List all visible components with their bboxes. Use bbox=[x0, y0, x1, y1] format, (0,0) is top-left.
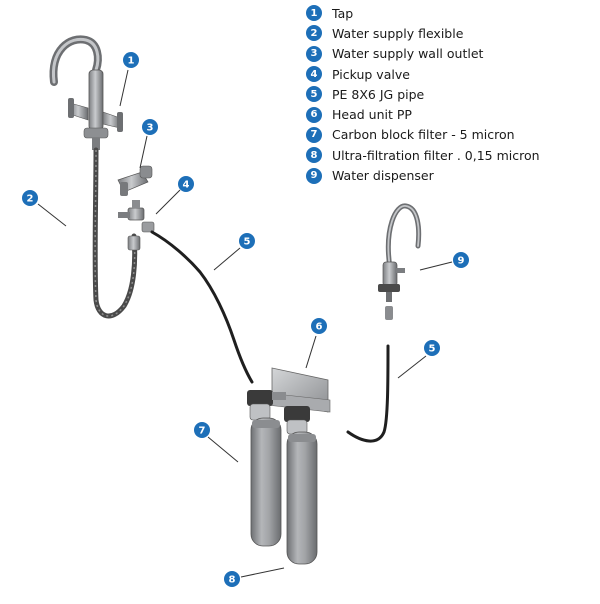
legend-number-badge: 8 bbox=[306, 147, 322, 164]
legend-number-badge: 3 bbox=[306, 45, 322, 62]
callout-badge bbox=[194, 422, 210, 438]
legend-item: 3 Water supply wall outlet bbox=[306, 44, 540, 64]
legend-item-label: Tap bbox=[332, 5, 354, 21]
callout-leader-line bbox=[119, 69, 129, 107]
head-unit-drawing bbox=[247, 367, 331, 435]
legend-item-label: Head unit PP bbox=[332, 107, 412, 123]
callout-badge bbox=[142, 119, 158, 135]
legend-item: 4 Pickup valve bbox=[306, 64, 540, 84]
callout-number: 2 bbox=[27, 194, 34, 205]
callout-number: 5 bbox=[244, 237, 251, 248]
callout-number: 1 bbox=[128, 56, 135, 67]
legend-item: 2 Water supply flexible bbox=[306, 23, 540, 43]
carbon-block-filter-drawing bbox=[250, 417, 282, 547]
legend-item-label: Ultra-filtration filter . 0,15 micron bbox=[332, 147, 540, 163]
water-dispenser-drawing bbox=[378, 203, 422, 320]
callout-layer: 1 3 2 4 5 9 6 5 7 8 bbox=[22, 52, 469, 587]
legend-item-label: Water supply flexible bbox=[332, 25, 464, 41]
legend-number-badge: 5 bbox=[306, 86, 322, 103]
legend-item: 7 Carbon block filter - 5 micron bbox=[306, 125, 540, 145]
legend-number-badge: 4 bbox=[306, 66, 322, 83]
callout-number: 4 bbox=[183, 180, 190, 191]
callout-badge bbox=[123, 52, 139, 68]
water-supply-wall-outlet-drawing bbox=[117, 165, 153, 196]
callout-number: 6 bbox=[316, 322, 323, 333]
callout-leader-line bbox=[37, 203, 67, 227]
callout-number: 7 bbox=[199, 426, 206, 437]
callout-number: 9 bbox=[458, 256, 465, 267]
pe-pipe-drawing bbox=[150, 230, 254, 384]
legend-item: 8 Ultra-filtration filter . 0,15 micron bbox=[306, 145, 540, 165]
legend-item-label: PE 8X6 JG pipe bbox=[332, 86, 425, 102]
callout-badge bbox=[239, 233, 255, 249]
callout-leader-line bbox=[305, 335, 317, 369]
callout-badge bbox=[424, 340, 440, 356]
legend-number-badge: 7 bbox=[306, 126, 322, 143]
callout-number: 8 bbox=[229, 575, 236, 586]
legend: 1 Tap 2 Water supply flexible 3 Water suppl… bbox=[306, 3, 540, 186]
callout-leader-line bbox=[139, 135, 148, 169]
callout-badge bbox=[453, 252, 469, 268]
legend-item: 9 Water dispenser bbox=[306, 165, 540, 185]
legend-item-label: Carbon block filter - 5 micron bbox=[332, 127, 515, 143]
callout-badge bbox=[224, 571, 240, 587]
legend-number-badge: 2 bbox=[306, 25, 322, 42]
legend-number-badge: 6 bbox=[306, 106, 322, 123]
ultra-filtration-filter-drawing bbox=[286, 431, 318, 565]
callout-badge bbox=[178, 176, 194, 192]
water-supply-flexible-drawing bbox=[92, 147, 141, 319]
legend-item-label: Water dispenser bbox=[332, 168, 434, 184]
callout-leader-line bbox=[213, 247, 241, 271]
tap-drawing bbox=[49, 35, 123, 150]
callout-leader-line bbox=[155, 189, 181, 215]
callout-leader-line bbox=[240, 567, 285, 578]
callout-badge bbox=[311, 318, 327, 334]
callout-leader-line bbox=[419, 261, 453, 271]
legend-item-label: Pickup valve bbox=[332, 66, 410, 82]
pe-pipe-to-dispenser-drawing bbox=[346, 344, 390, 443]
legend-item-label: Water supply wall outlet bbox=[332, 46, 484, 62]
legend-item: 6 Head unit PP bbox=[306, 104, 540, 124]
legend-number-badge: 1 bbox=[306, 5, 322, 22]
callout-number: 3 bbox=[147, 123, 154, 134]
callout-number: 5 bbox=[429, 344, 436, 355]
callout-leader-line bbox=[397, 355, 427, 379]
callout-leader-line bbox=[207, 436, 239, 463]
legend-number-badge: 9 bbox=[306, 167, 322, 184]
legend-item: 1 Tap bbox=[306, 3, 540, 23]
pickup-valve-drawing bbox=[118, 200, 155, 233]
legend-item: 5 PE 8X6 JG pipe bbox=[306, 84, 540, 104]
callout-badge bbox=[22, 190, 38, 206]
